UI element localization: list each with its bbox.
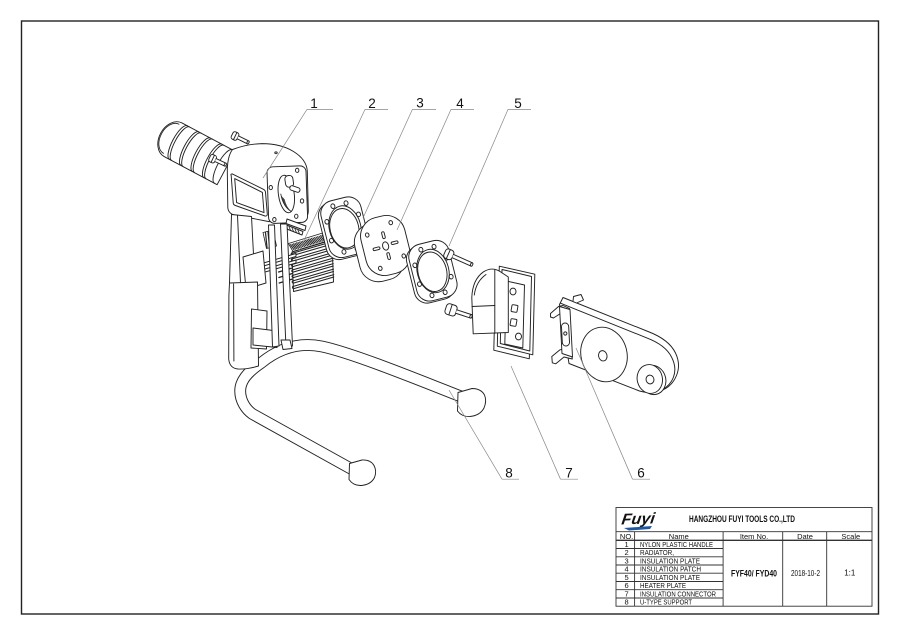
svg-text:RADIATOR,: RADIATOR, (640, 550, 674, 557)
svg-text:Scale: Scale (841, 532, 860, 541)
svg-text:INSULATION PLATE: INSULATION PLATE (640, 558, 700, 565)
svg-text:8: 8 (505, 466, 513, 481)
svg-text:1: 1 (310, 96, 318, 111)
svg-text:U-TYPE SUPPORT: U-TYPE SUPPORT (640, 600, 693, 607)
svg-text:2018-10-2: 2018-10-2 (791, 569, 820, 578)
svg-text:HEATER PLATE: HEATER PLATE (640, 583, 686, 590)
svg-text:6: 6 (637, 466, 645, 481)
svg-text:4: 4 (625, 565, 629, 574)
svg-text:3: 3 (416, 96, 424, 111)
svg-text:2: 2 (625, 548, 629, 557)
svg-text:1:1: 1:1 (844, 569, 856, 578)
svg-text:Fuyi: Fuyi (620, 510, 656, 528)
svg-text:Date: Date (797, 532, 813, 541)
svg-text:NO.: NO. (620, 532, 633, 541)
svg-text:7: 7 (625, 589, 629, 598)
svg-text:Item No.: Item No. (740, 532, 768, 541)
svg-text:2: 2 (368, 96, 376, 111)
svg-text:Name: Name (669, 532, 689, 541)
svg-text:7: 7 (565, 466, 573, 481)
svg-text:INSULATION PLATE: INSULATION PLATE (640, 575, 700, 582)
svg-text:INSULATION PATCH: INSULATION PATCH (640, 567, 701, 574)
svg-text:5: 5 (625, 573, 629, 582)
svg-text:3: 3 (625, 556, 629, 565)
svg-text:8: 8 (625, 598, 629, 607)
svg-text:FYF40/ FYD40: FYF40/ FYD40 (731, 569, 777, 579)
svg-text:1: 1 (625, 540, 629, 549)
svg-text:6: 6 (625, 581, 629, 590)
svg-text:5: 5 (514, 96, 522, 111)
svg-text:NYLON PLASTIC HANDLE: NYLON PLASTIC HANDLE (640, 542, 713, 549)
svg-text:4: 4 (456, 96, 464, 111)
svg-text:INSULATION CONNECTOR: INSULATION CONNECTOR (640, 591, 716, 598)
svg-text:HANGZHOU FUYI TOOLS CO.,LTD: HANGZHOU FUYI TOOLS CO.,LTD (689, 514, 795, 525)
